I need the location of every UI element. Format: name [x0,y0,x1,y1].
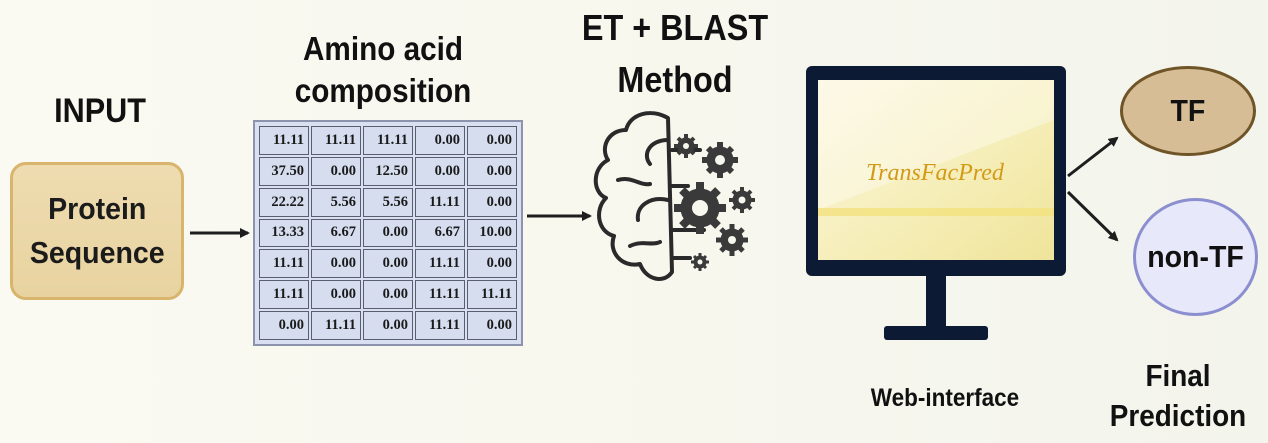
table-cell: 0.00 [467,126,517,155]
table-cell: 5.56 [311,187,361,217]
protein-sequence-label: Protein Sequence [29,191,165,270]
table-cell: 11.11 [259,249,309,279]
table-cell: 0.00 [363,311,413,340]
table-cell: 37.50 [259,156,309,186]
input-heading: INPUT [54,92,146,130]
tf-label: TF [1170,93,1206,128]
table-cell: 0.00 [467,156,517,186]
final-prediction-caption: Final Prediction [1109,358,1247,433]
table-cell: 0.00 [467,187,517,217]
table-cell: 11.11 [467,280,517,310]
arrow-to-tf [1067,136,1119,178]
table-cell: 11.11 [363,126,413,155]
gears [674,134,755,271]
table-cell: 0.00 [415,126,465,155]
table-cell: 13.33 [259,218,309,248]
table-cell: 11.11 [415,280,465,310]
table-cell: 0.00 [311,280,361,310]
table-cell: 0.00 [467,311,517,340]
non-tf-label: non-TF [1147,239,1244,274]
composition-heading: Amino acid composition [294,30,472,109]
table-cell: 0.00 [259,311,309,340]
table-cell: 6.67 [415,218,465,248]
tf-output: TF [1120,66,1256,156]
transfacpred-brand: TransFacPred [866,160,1004,186]
table-cell: 11.11 [415,187,465,217]
table-cell: 5.56 [363,187,413,217]
table-cell: 0.00 [363,280,413,310]
table-cell: 0.00 [467,249,517,279]
table-cell: 6.67 [311,218,361,248]
table-cell: 10.00 [467,218,517,248]
protein-sequence-box: Protein Sequence [10,162,184,300]
table-cell: 0.00 [363,218,413,248]
table-cell: 11.11 [415,249,465,279]
table-cell: 0.00 [415,156,465,186]
table-cell: 11.11 [415,311,465,340]
web-interface-caption: Web-interface [870,384,1020,412]
table-cell: 0.00 [311,156,361,186]
table-cell: 11.11 [259,126,309,155]
method-heading: ET + BLAST Method [581,7,769,100]
non-tf-output: non-TF [1133,198,1258,316]
arrow-to-non-tf [1066,190,1119,242]
table-cell: 11.11 [311,311,361,340]
table-cell: 11.11 [259,280,309,310]
table-cell: 22.22 [259,187,309,217]
table-cell: 11.11 [311,126,361,155]
table-cell: 0.00 [311,249,361,279]
monitor-icon [806,66,1066,340]
brain-gears-icon [593,111,706,281]
table-cell: 0.00 [363,249,413,279]
table-cell: 12.50 [363,156,413,186]
